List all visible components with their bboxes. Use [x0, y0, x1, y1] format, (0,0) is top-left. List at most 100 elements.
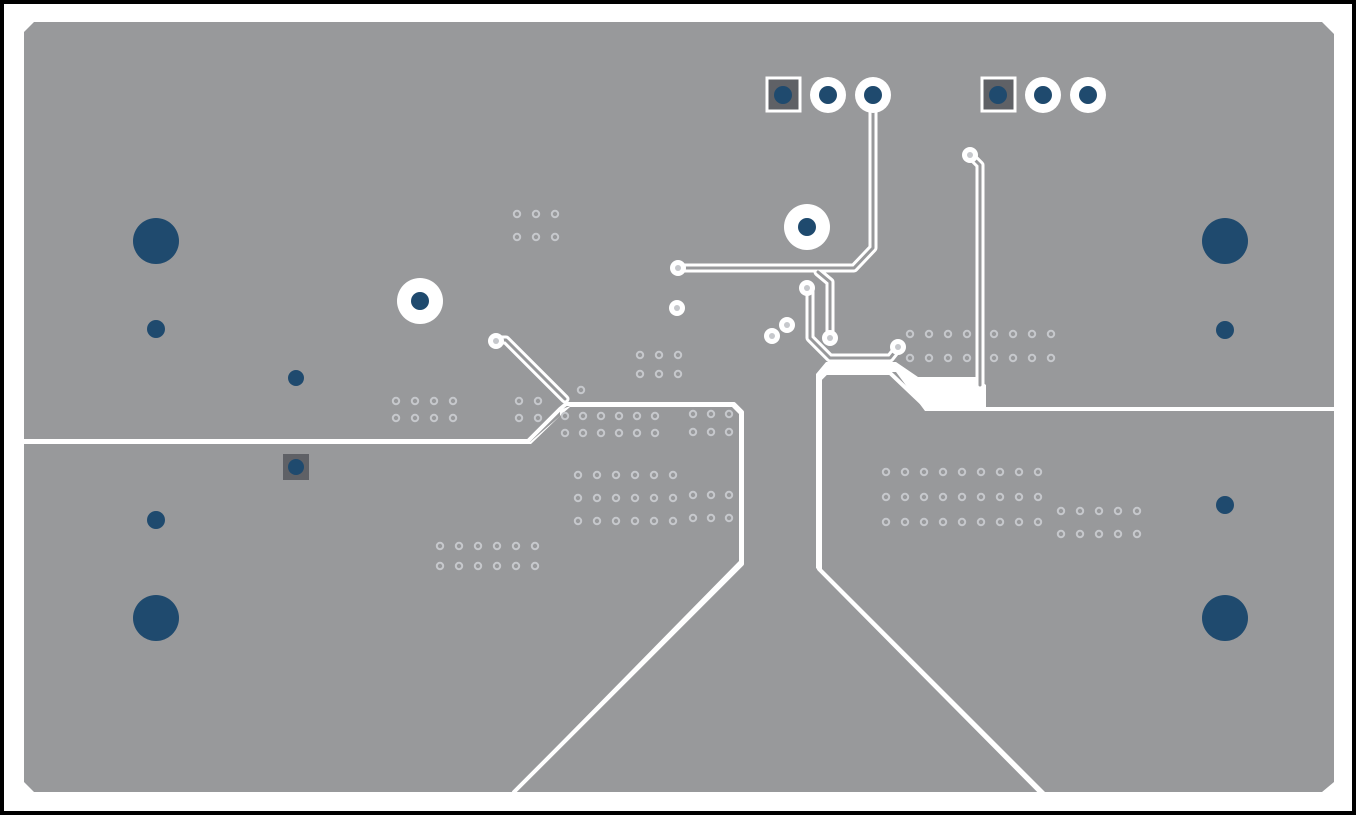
stitching-via [668, 516, 678, 526]
square-pad-left [283, 454, 309, 480]
via-trace-end-3 [488, 333, 504, 349]
trace-core-e [816, 270, 832, 340]
header-left [765, 76, 891, 113]
stitching-via [654, 369, 664, 379]
pour-top-left [24, 22, 1334, 792]
stitching-via [514, 413, 524, 423]
stitching-via [650, 428, 660, 438]
stitching-via [1132, 506, 1142, 516]
stitching-via [576, 385, 586, 395]
stitching-via [592, 470, 602, 480]
stitching-via [511, 541, 521, 551]
stitching-via [573, 516, 583, 526]
stitching-via [724, 409, 734, 419]
stitching-via [611, 493, 621, 503]
header-right [980, 76, 1106, 113]
stitching-via [533, 413, 543, 423]
copper-pours [24, 22, 1334, 792]
stitching-via [995, 467, 1005, 477]
stitching-via [881, 467, 891, 477]
stitching-via [654, 350, 664, 360]
mounting-hole-top-left [133, 218, 179, 264]
stitching-via [1027, 353, 1037, 363]
stitching-via [1033, 517, 1043, 527]
stitching-via [530, 561, 540, 571]
stitching-via [635, 369, 645, 379]
stitching-via [1094, 506, 1104, 516]
header-left-pin2-hole [819, 86, 837, 104]
stitching-via [673, 369, 683, 379]
stitching-via [410, 396, 420, 406]
stitching-via [611, 470, 621, 480]
stitching-via [630, 493, 640, 503]
pad-right-1 [1216, 321, 1234, 339]
stitching-via [668, 470, 678, 480]
stitching-via [531, 209, 541, 219]
stitching-via [688, 427, 698, 437]
mounting-hole-bottom-right [1202, 595, 1248, 641]
stitching-via [706, 409, 716, 419]
stitching-via [1008, 329, 1018, 339]
pad-left-1 [147, 320, 165, 338]
stitching-via [1014, 492, 1024, 502]
stitching-via [995, 517, 1005, 527]
stitching-via [881, 492, 891, 502]
stitching-via [724, 513, 734, 523]
stitching-via [649, 516, 659, 526]
stitching-via [962, 353, 972, 363]
via-trace-end-1 [670, 260, 686, 276]
isolated-pad-left-hole [411, 292, 429, 310]
stitching-via [989, 353, 999, 363]
stitching-via [578, 411, 588, 421]
mounting-hole-bottom-left [133, 595, 179, 641]
stitching-vias [391, 209, 1142, 571]
stitching-via [706, 427, 716, 437]
stitching-via [706, 490, 716, 500]
via-pair-1 [764, 328, 780, 344]
mounting-hole-top-right [1202, 218, 1248, 264]
stitching-via [650, 411, 660, 421]
stitching-via [429, 413, 439, 423]
stitching-via [724, 427, 734, 437]
stitching-via [900, 467, 910, 477]
stitching-via [649, 470, 659, 480]
stitching-via [976, 467, 986, 477]
junction-fill [826, 364, 978, 410]
stitching-via [919, 467, 929, 477]
stitching-via [514, 396, 524, 406]
stitching-via [900, 492, 910, 502]
signal-vias [488, 147, 978, 355]
via-trace-end-6 [890, 339, 906, 355]
stitching-via [592, 493, 602, 503]
header-right-pin3-hole [1079, 86, 1097, 104]
stitching-via [429, 396, 439, 406]
stitching-via [435, 541, 445, 551]
stitching-via [943, 329, 953, 339]
stitching-via [1046, 329, 1056, 339]
stitching-via [630, 516, 640, 526]
stitching-via [957, 467, 967, 477]
stitching-via [649, 493, 659, 503]
stitching-via [724, 490, 734, 500]
stitching-via [688, 513, 698, 523]
stitching-via [435, 561, 445, 571]
stitching-via [448, 396, 458, 406]
stitching-via [1056, 506, 1066, 516]
stitching-via [473, 541, 483, 551]
header-left-pin1-hole [774, 86, 792, 104]
stitching-via [1033, 467, 1043, 477]
header-left-pin3-hole [864, 86, 882, 104]
pad-right-2 [1216, 496, 1234, 514]
header-right-pin1-hole [989, 86, 1007, 104]
stitching-via [531, 232, 541, 242]
stitching-via [1075, 506, 1085, 516]
stitching-via [1008, 353, 1018, 363]
stitching-via [905, 353, 915, 363]
isolated-pads [397, 204, 830, 324]
stitching-via [492, 541, 502, 551]
stitching-via [976, 492, 986, 502]
stitching-via [511, 561, 521, 571]
stitching-via [668, 493, 678, 503]
stitching-via [473, 561, 483, 571]
stitching-via [919, 492, 929, 502]
